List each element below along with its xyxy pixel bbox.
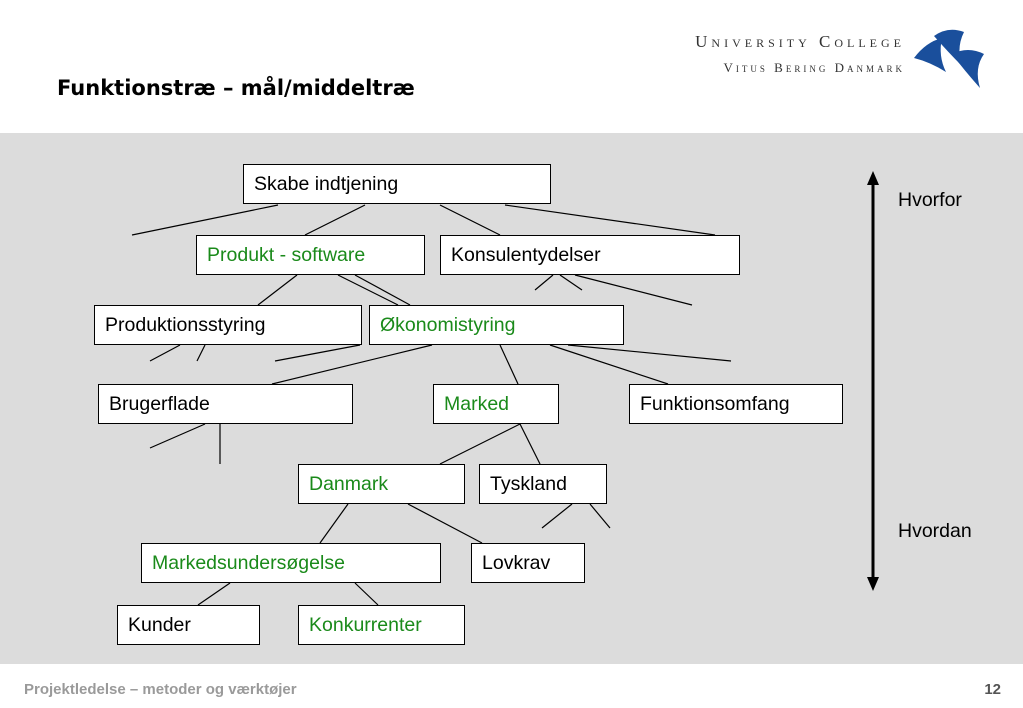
- node-markedsundersogelse: Markedsundersøgelse: [141, 543, 441, 583]
- node-funktionsomfang: Funktionsomfang: [629, 384, 843, 424]
- node-produktionsstyring: Produktionsstyring: [94, 305, 362, 345]
- node-konsulentydelser: Konsulentydelser: [440, 235, 740, 275]
- node-produkt-software: Produkt - software: [196, 235, 425, 275]
- node-okonomistyring: Økonomistyring: [369, 305, 624, 345]
- axis-label-hvorfor: Hvorfor: [898, 189, 962, 211]
- node-lovkrav: Lovkrav: [471, 543, 585, 583]
- node-skabe-indtjening: Skabe indtjening: [243, 164, 551, 204]
- page-number: 12: [984, 681, 1001, 698]
- logo-line-1: University College: [695, 32, 905, 51]
- node-kunder: Kunder: [117, 605, 260, 645]
- node-konkurrenter: Konkurrenter: [298, 605, 465, 645]
- logo-line-2: Vitus Bering Danmark: [723, 60, 905, 75]
- footer-course-title: Projektledelse – metoder og værktøjer: [24, 681, 297, 698]
- node-brugerflade: Brugerflade: [98, 384, 353, 424]
- tree-connector-lines: [131, 171, 879, 606]
- slide-title: Funktionstræ – mål/middeltræ: [57, 76, 415, 100]
- diagram-area: Skabe indtjening Produkt - software Kons…: [0, 133, 1023, 664]
- axis-label-hvordan: Hvordan: [898, 520, 972, 542]
- node-marked: Marked: [433, 384, 559, 424]
- node-danmark: Danmark: [298, 464, 465, 504]
- college-logo-text: University College Vitus Bering Danmark: [600, 32, 905, 76]
- sail-logo-icon: [914, 29, 984, 88]
- node-tyskland: Tyskland: [479, 464, 607, 504]
- slide-header: Funktionstræ – mål/middeltræ University …: [0, 0, 1023, 133]
